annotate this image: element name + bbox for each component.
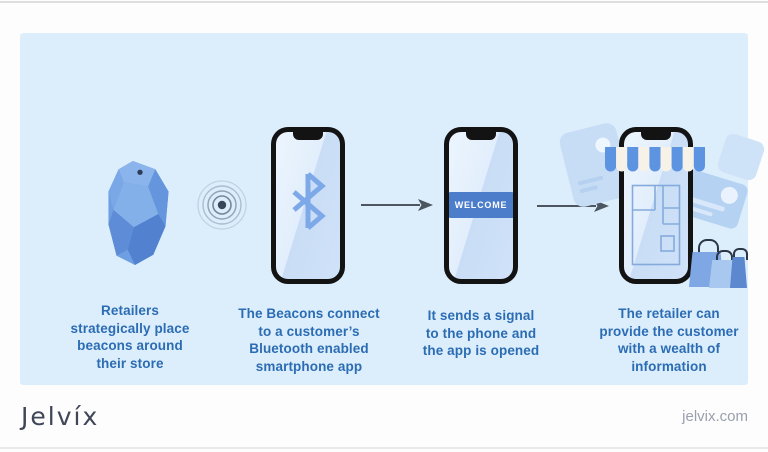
step4-caption: The retailer can provide the customer wi… — [599, 306, 739, 374]
bag-handle — [733, 248, 748, 260]
radio-waves-icon — [197, 180, 247, 230]
card-line — [579, 185, 598, 194]
card-line — [577, 175, 604, 186]
top-divider — [0, 1, 768, 3]
card-circle — [718, 184, 740, 207]
step3-caption: It sends a signal to the phone and the a… — [422, 308, 540, 358]
phone-notch — [466, 132, 496, 140]
phone-screen: WELCOME — [449, 132, 513, 279]
step1-caption: Retailers strategically place beacons ar… — [70, 303, 190, 371]
bottom-divider — [0, 447, 768, 449]
right-arrow-icon — [361, 199, 433, 211]
deco-card-icon — [715, 131, 767, 183]
bag-handle — [716, 250, 733, 263]
shopping-bag-icon — [730, 257, 747, 288]
beacon-gem-icon — [108, 161, 169, 265]
infographic-panel: WELCOME — [20, 33, 767, 385]
phone-welcome: WELCOME — [444, 127, 518, 284]
floor-plan-icon — [631, 184, 681, 266]
bag-handle — [698, 239, 719, 256]
bluetooth-icon — [292, 172, 326, 230]
phone-bluetooth — [271, 127, 345, 284]
welcome-banner: WELCOME — [449, 192, 513, 218]
store-awning-icon — [605, 147, 705, 172]
step2-caption: The Beacons connect to a customer’s Blue… — [238, 306, 380, 374]
phone-notch — [641, 132, 671, 140]
phone-notch — [293, 132, 323, 140]
website-url: jelvix.com — [682, 408, 748, 425]
phone-screen — [276, 132, 340, 279]
jelvix-logo: Jelvíx — [21, 402, 100, 431]
